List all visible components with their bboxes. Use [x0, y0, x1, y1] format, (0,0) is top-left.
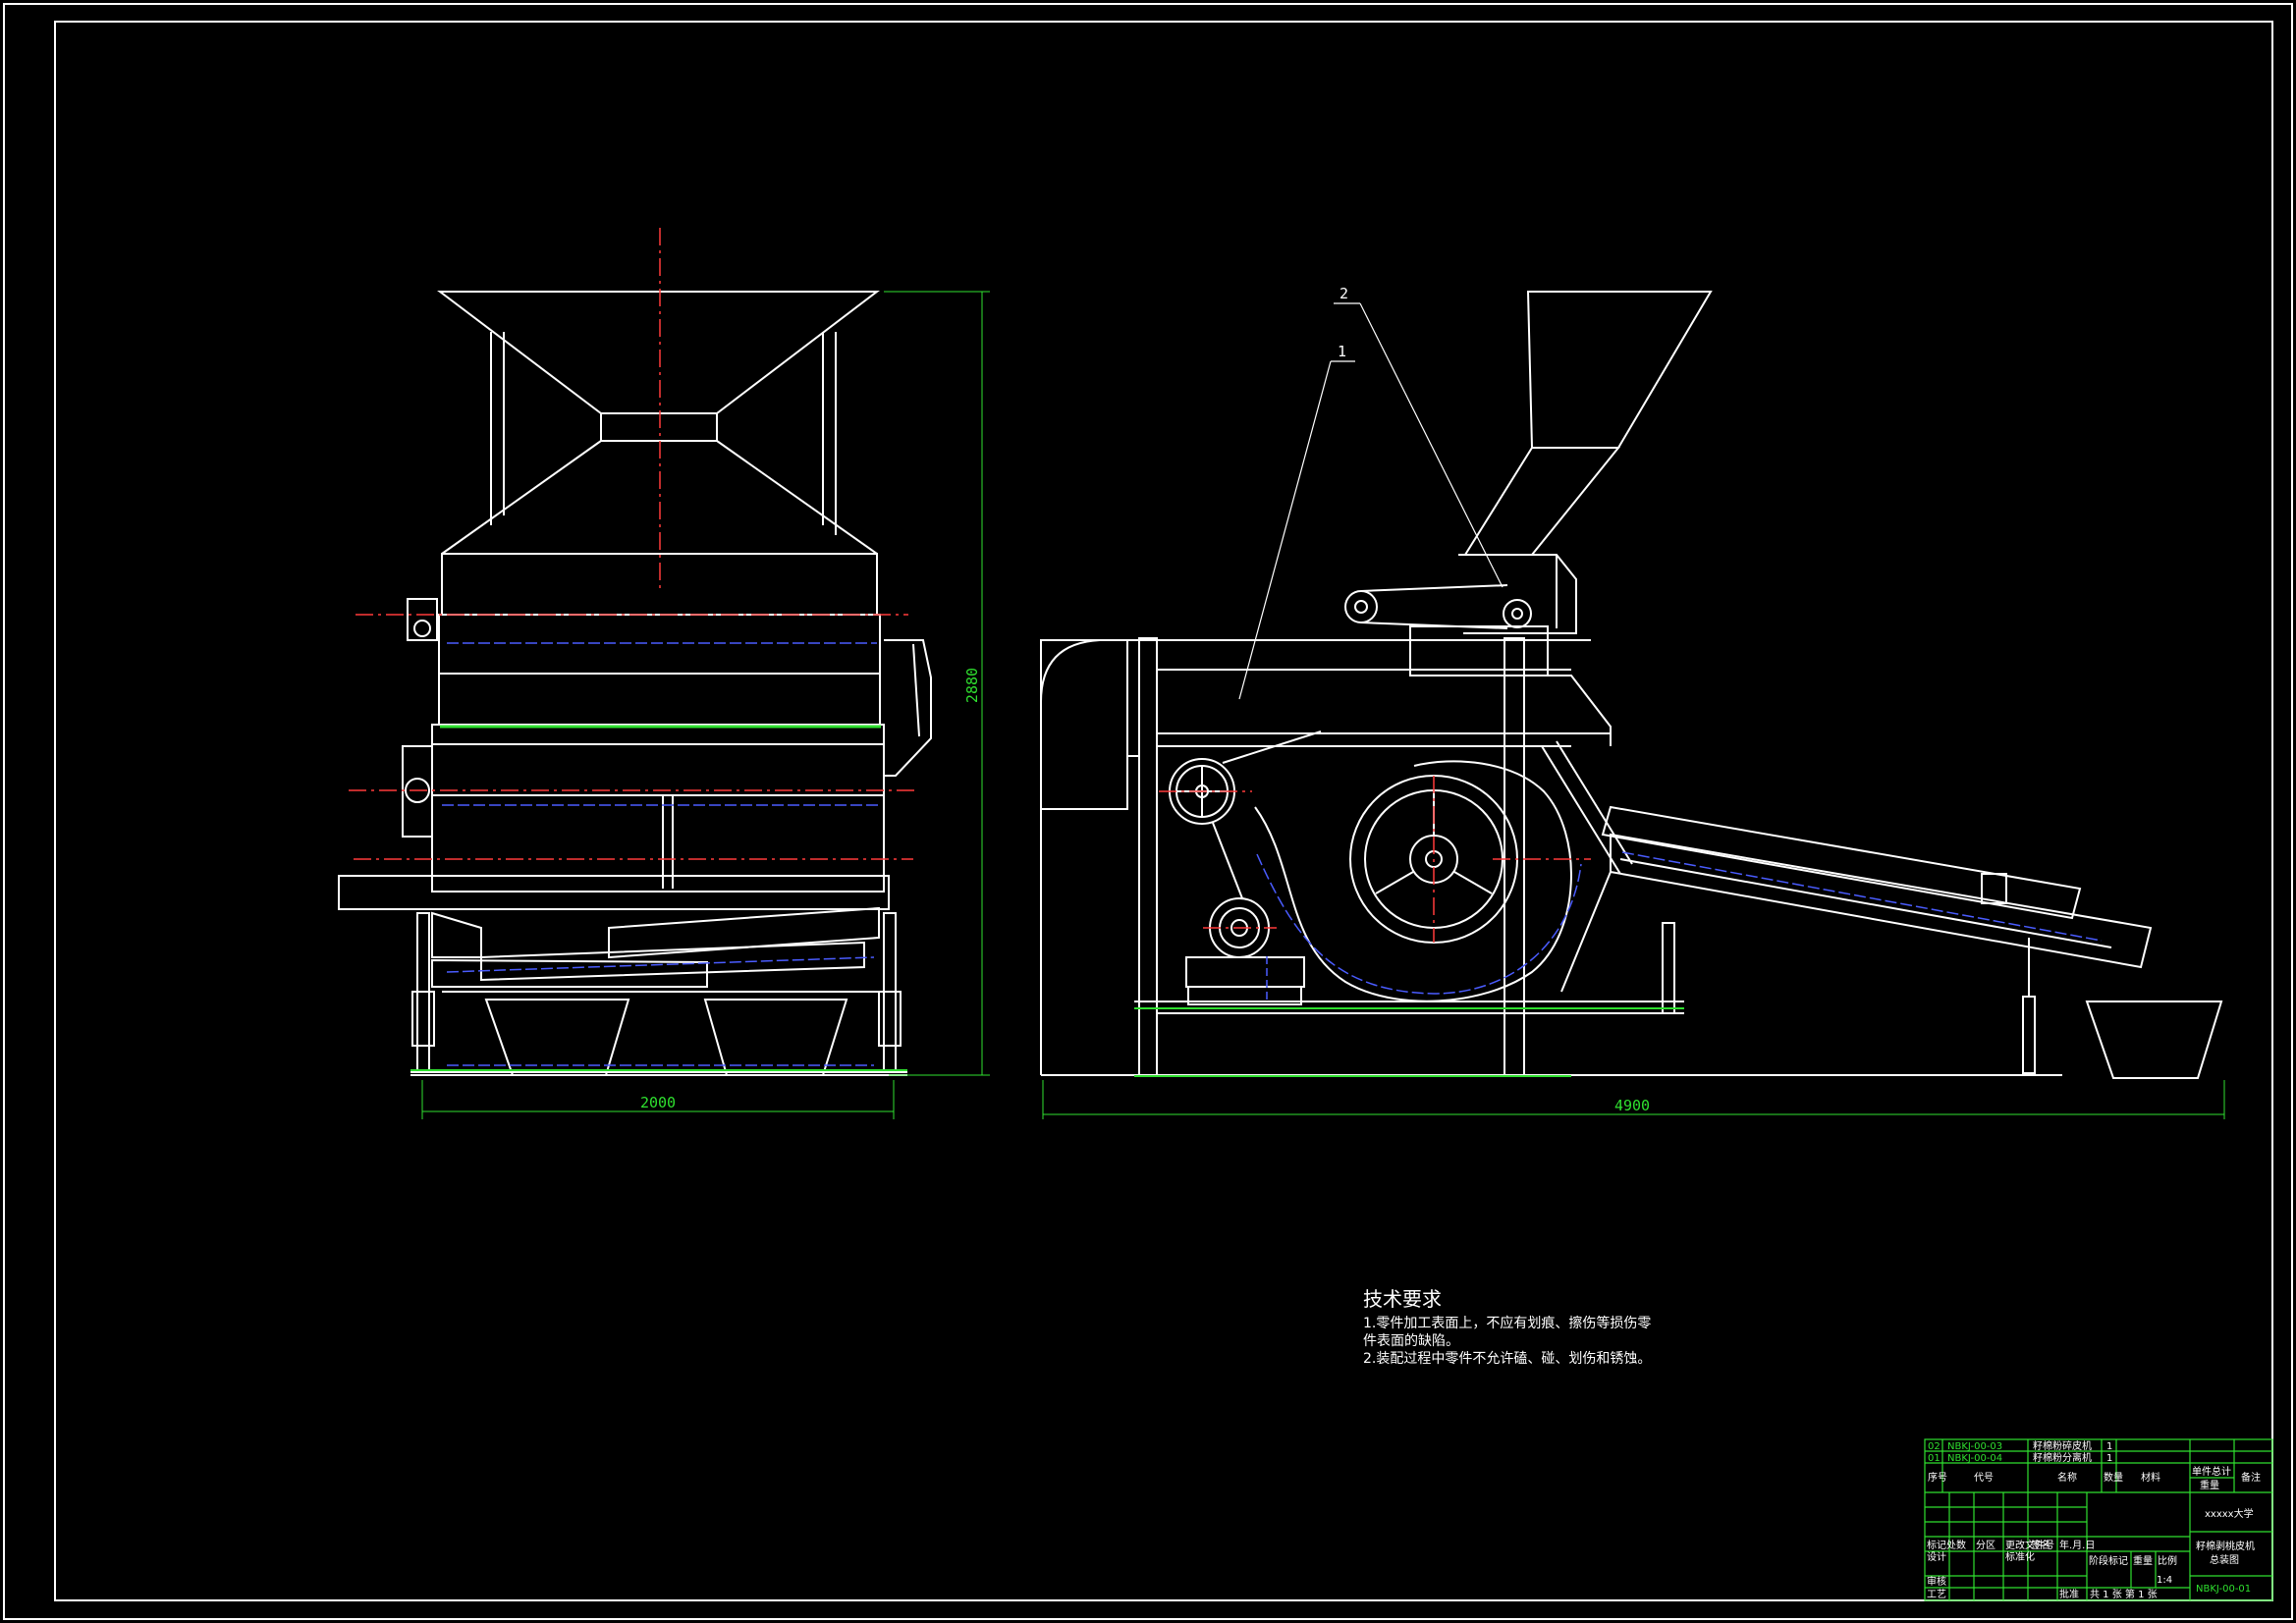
header-unit-weight: 单件总计 — [2192, 1465, 2231, 1478]
front-view-accents — [349, 228, 918, 1071]
part-leaders — [1238, 302, 1503, 700]
part-row-2-code: NBKJ-00-04 — [1947, 1453, 2002, 1464]
part-row-2-name: 籽棉粉分离机 — [2033, 1451, 2092, 1464]
inner-frame — [54, 21, 2273, 1601]
side-view-accents — [1134, 776, 2103, 1077]
front-dimension-lines — [421, 291, 990, 1119]
title-block: 02 NBKJ-00-03 籽棉粉碎皮机 1 01 NBKJ-00-04 籽棉粉… — [1924, 1438, 2273, 1601]
drawing-name-line-1: 籽棉剥桃皮机 — [2196, 1540, 2255, 1552]
tech-requirement-line-2: 件表面的缺陷。 — [1363, 1333, 1459, 1349]
stage-label: 阶段标记 — [2089, 1554, 2128, 1567]
side-dimension-lines — [1042, 1080, 2225, 1119]
tech-requirement-line-1: 1.零件加工表面上，不应有划痕、擦伤等损伤零 — [1363, 1315, 1651, 1331]
date-label: 年.月.日 — [2059, 1539, 2095, 1551]
side-view — [1040, 291, 2223, 1079]
sign-label: 签名 — [2031, 1539, 2050, 1551]
part-row-2-no: 01 — [1928, 1453, 1941, 1464]
drawing-name-line-2: 总装图 — [2210, 1553, 2239, 1566]
process-label: 工艺 — [1927, 1589, 1946, 1600]
scale-value: 1:4 — [2157, 1575, 2172, 1586]
part-label-1: 1 — [1338, 343, 1346, 360]
mark-label: 标记处数 — [1927, 1539, 1966, 1551]
review-label: 审核 — [1927, 1575, 1946, 1588]
part-row-2-qty: 1 — [2106, 1453, 2112, 1464]
part-row-1-code: NBKJ-00-03 — [1947, 1441, 2002, 1452]
design-label: 设计 — [1927, 1550, 1946, 1563]
front-view — [338, 291, 932, 1076]
header-name: 名称 — [2057, 1471, 2077, 1484]
part-row-1-name: 籽棉粉碎皮机 — [2033, 1439, 2092, 1452]
header-remark: 备注 — [2241, 1471, 2261, 1484]
approve-label: 批准 — [2059, 1588, 2079, 1600]
change-doc-label: 更改文件号 — [2005, 1539, 2054, 1551]
technical-requirements: 技术要求 1.零件加工表面上，不应有划痕、擦伤等损伤零 件表面的缺陷。 2.装配… — [1363, 1287, 1651, 1367]
scale-label: 比例 — [2158, 1554, 2177, 1567]
outer-frame — [3, 3, 2293, 1620]
sheet-count: 共 1 张 第 1 张 — [2090, 1588, 2158, 1600]
header-qty: 数量 — [2104, 1471, 2123, 1484]
part-row-1-qty: 1 — [2106, 1441, 2112, 1452]
tech-requirements-title: 技术要求 — [1363, 1287, 1442, 1311]
drawing-number: NBKJ-00-01 — [2196, 1584, 2251, 1595]
part-row-1-no: 02 — [1928, 1441, 1941, 1452]
header-code: 代号 — [1974, 1472, 1994, 1484]
part-label-2: 2 — [1339, 285, 1348, 302]
side-length-dimension: 4900 — [1614, 1097, 1650, 1114]
zone-label: 分区 — [1976, 1540, 1995, 1551]
header-no: 序号 — [1928, 1471, 1947, 1484]
weight-label: 重量 — [2133, 1554, 2153, 1567]
header-weight: 重量 — [2200, 1479, 2219, 1491]
front-height-dimension: 2880 — [963, 668, 981, 703]
school-name: xxxxx大学 — [2205, 1507, 2254, 1520]
front-width-dimension: 2000 — [640, 1094, 676, 1111]
tech-requirement-line-3: 2.装配过程中零件不允许磕、碰、划伤和锈蚀。 — [1363, 1351, 1651, 1367]
standardization-label: 标准化 — [2005, 1550, 2035, 1563]
header-material: 材料 — [2141, 1471, 2160, 1484]
